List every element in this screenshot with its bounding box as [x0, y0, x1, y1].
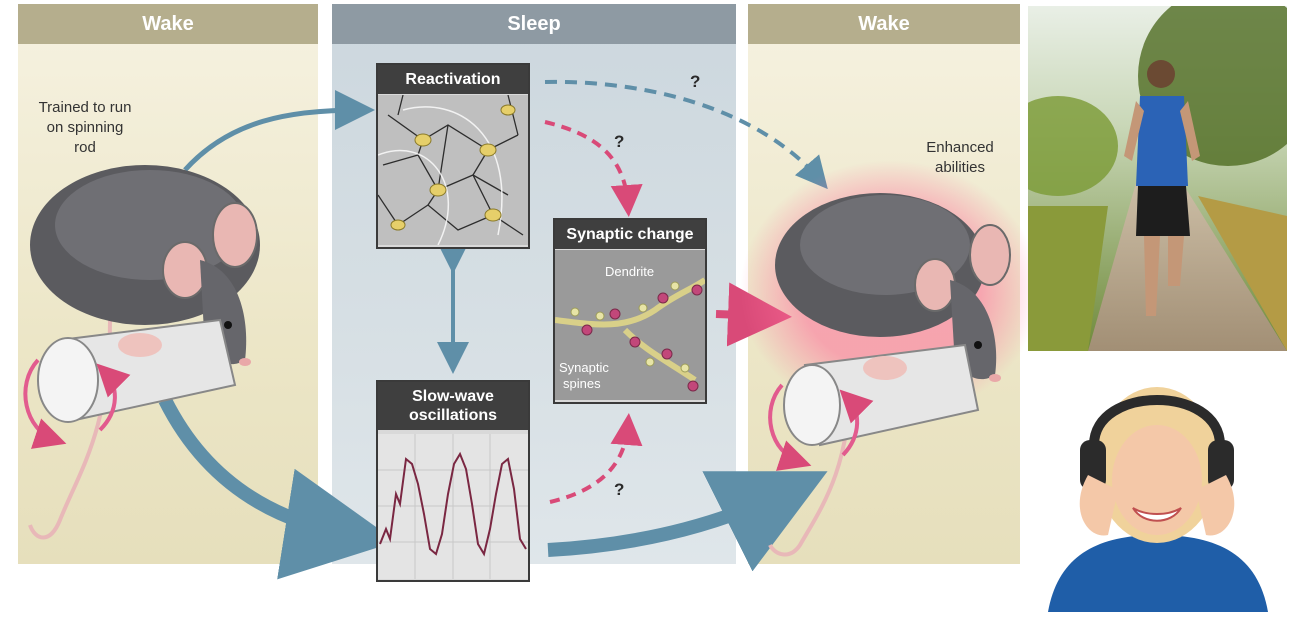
arrow-slowwave-to-wake — [547, 471, 828, 572]
question-mark-bottom: ? — [614, 480, 625, 499]
reactivation-title: Reactivation — [378, 65, 528, 94]
headphones-photo — [1028, 360, 1287, 612]
arrow-wake-to-slowwave — [158, 396, 397, 580]
synaptic-spines-label: Synaptic spines — [559, 360, 609, 391]
arrow-reactivation-to-wake-dashed — [544, 79, 828, 190]
arrow-reactivation-to-synaptic-dashed — [544, 120, 643, 217]
oscillation-illustration — [378, 434, 528, 579]
reactivation-box: Reactivation — [376, 63, 530, 249]
question-mark-top: ? — [690, 72, 701, 91]
neuron-network-illustration — [378, 95, 528, 245]
slow-wave-box: Slow-wave oscillations — [376, 380, 530, 582]
runner-illustration — [1028, 6, 1287, 351]
mouse-right — [740, 160, 1040, 557]
arrow-wake-to-reactivation — [183, 90, 375, 172]
trained-label: Trained to run on spinning rod — [38, 99, 132, 156]
dendrite-illustration — [555, 250, 705, 400]
runner-photo — [1028, 6, 1287, 351]
sleep-header: Sleep — [332, 4, 736, 44]
synaptic-change-title: Synaptic change — [555, 220, 705, 249]
mouse-left — [23, 165, 260, 540]
headphones-illustration — [1028, 360, 1287, 612]
slow-wave-title: Slow-wave oscillations — [378, 382, 528, 430]
question-mark-middle: ? — [614, 132, 625, 151]
wake-header-left: Wake — [18, 4, 318, 44]
synaptic-change-box: Synaptic change Dendrite Synaptic spines — [553, 218, 707, 404]
wake-header-right: Wake — [748, 4, 1020, 44]
dendrite-label: Dendrite — [605, 264, 655, 279]
arrow-slowwave-to-synaptic-dashed — [549, 413, 643, 504]
